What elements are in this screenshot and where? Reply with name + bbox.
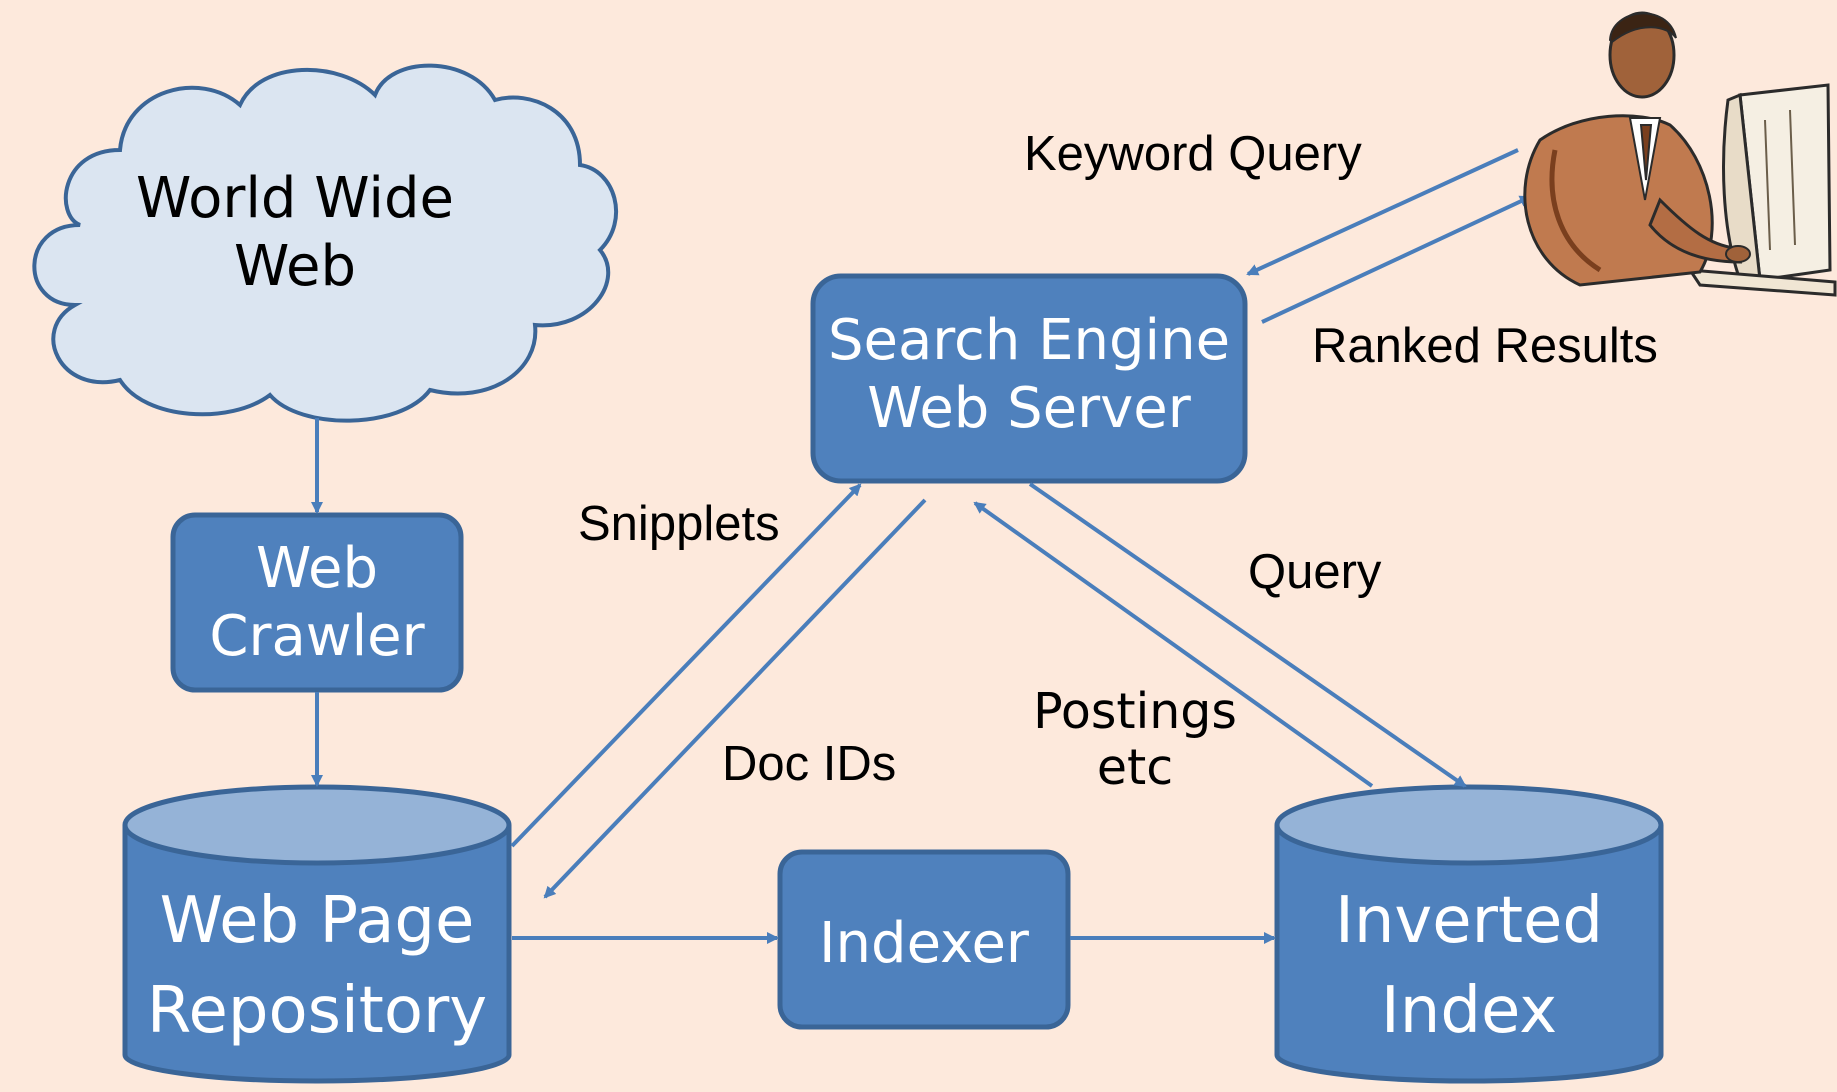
indexer-label: Indexer	[780, 910, 1068, 978]
search-engine-web-server-box	[810, 273, 1248, 484]
world-wide-web-label: World Wide Web	[110, 165, 480, 302]
web-page-repository-label-line1: Web Page	[159, 884, 475, 958]
arrow-server-to-index-query	[1028, 482, 1467, 788]
web-crawler-box	[170, 512, 464, 693]
doc-ids-label: Doc IDs	[722, 737, 897, 791]
web-crawler-label-line2: Crawler	[209, 604, 425, 670]
indexer-label-text: Indexer	[819, 911, 1029, 976]
search-engine-web-server-label-line1: Search Engine	[827, 308, 1231, 373]
ranked-results-label: Ranked Results	[1312, 319, 1658, 373]
indexer-box	[777, 849, 1071, 1030]
arrows	[311, 148, 1532, 944]
web-page-repository-cylinder	[122, 784, 512, 1084]
inverted-index-label-line1: Inverted	[1334, 884, 1604, 958]
web-page-repository-label: Web Page Repository	[125, 877, 509, 1056]
snipplets-label: Snipplets	[578, 497, 780, 551]
search-engine-web-server-label: Search Engine Web Server	[813, 307, 1245, 444]
arrow-server-to-repository-docids	[543, 498, 927, 899]
arrow-repository-to-server-snipplets	[510, 483, 862, 848]
inverted-index-label-line2: Index	[1380, 973, 1558, 1048]
keyword-query-label: Keyword Query	[1024, 127, 1362, 181]
postings-label-line2: etc	[1096, 739, 1174, 797]
user-at-computer-icon	[1523, 11, 1837, 297]
arrow-index-to-server-postings	[973, 501, 1374, 788]
world-wide-web-label-line1: World Wide	[136, 166, 454, 231]
query-label: Query	[1248, 545, 1382, 599]
web-crawler-label: Web Crawler	[173, 535, 461, 672]
inverted-index-cylinder	[1274, 784, 1664, 1084]
postings-etc-label: Postings etc	[1030, 683, 1240, 797]
arrow-user-to-server-keyword-query	[1246, 148, 1519, 276]
web-page-repository-label-line2: Repository	[146, 973, 488, 1048]
inverted-index-label: Inverted Index	[1277, 877, 1661, 1056]
world-wide-web-cloud	[32, 63, 618, 423]
search-engine-web-server-label-line2: Web Server	[867, 376, 1191, 442]
world-wide-web-label-line2: Web	[233, 234, 357, 300]
arrow-server-to-user-ranked-results	[1261, 195, 1532, 324]
web-crawler-label-line1: Web	[255, 536, 379, 601]
postings-label-line1: Postings	[1033, 683, 1237, 740]
